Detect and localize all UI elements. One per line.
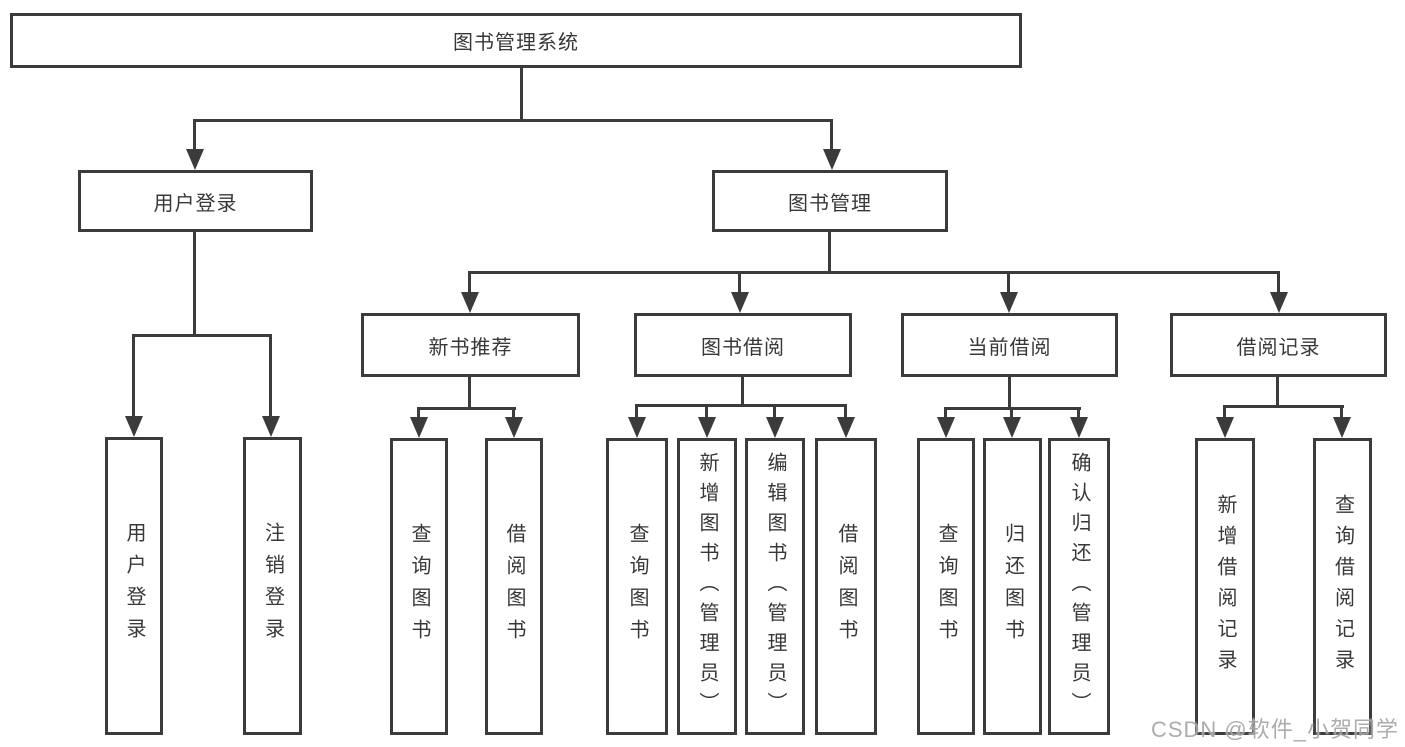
- node-label: 新书推荐: [428, 336, 513, 359]
- connector-arrow-line: [132, 334, 135, 418]
- connector-borrow-stem: [741, 377, 744, 407]
- connector-arrow-line: [1010, 407, 1013, 418]
- node-label: 图书借阅: [701, 336, 785, 359]
- arrow-down-icon: [937, 417, 955, 438]
- leaf-label: 用户登录: [123, 522, 145, 650]
- arrow-down-icon: [1216, 417, 1234, 438]
- connector-arrow-line: [830, 119, 833, 152]
- arrow-down-icon: [262, 416, 280, 437]
- connector-arrow-line: [738, 271, 741, 295]
- connector-records-rail: [1223, 405, 1344, 408]
- arrow-down-icon: [1333, 417, 1351, 438]
- connector-arrow-line: [512, 407, 515, 418]
- node-leaf-query-borrow-record: 查询借阅记录: [1313, 438, 1372, 735]
- node-book-management-label: 图书管理: [788, 192, 872, 215]
- node-book-management: 图书管理: [712, 170, 948, 232]
- connector-arrow-line: [269, 334, 272, 418]
- node-leaf-logout: 注销登录: [243, 437, 302, 735]
- arrow-down-icon: [461, 292, 479, 313]
- arrow-down-icon: [125, 416, 143, 437]
- connector-book-mgmt-stem: [828, 232, 831, 274]
- connector-arrow-line: [417, 407, 420, 418]
- connector-arrow-line: [844, 404, 847, 418]
- leaf-label: 注销登录: [261, 522, 284, 650]
- leaf-label: 查询借阅记录: [1331, 493, 1354, 680]
- node-leaf-edit-book-admin: 编辑图书（管理员）: [745, 438, 805, 735]
- leaf-label: 借阅图书: [835, 522, 857, 651]
- connector-arrow-line: [944, 407, 947, 418]
- leaf-label: 查询图书: [626, 522, 648, 651]
- node-new-book-recommend: 新书推荐: [361, 313, 580, 377]
- node-leaf-add-borrow-record: 新增借阅记录: [1195, 438, 1255, 735]
- connector-user-login-rail: [132, 334, 272, 337]
- arrow-down-icon: [628, 417, 646, 438]
- node-leaf-query-books-borrow: 查询图书: [606, 438, 668, 735]
- arrow-down-icon: [1000, 292, 1018, 313]
- leaf-label: 编辑图书（管理员）: [764, 451, 786, 722]
- arrow-down-icon: [505, 417, 523, 438]
- arrow-down-icon: [1270, 292, 1288, 313]
- leaf-label: 新增借阅记录: [1214, 493, 1236, 680]
- connector-arrow-line: [773, 404, 776, 418]
- node-leaf-return-books: 归还图书: [983, 438, 1042, 735]
- arrow-down-icon: [837, 417, 855, 438]
- node-leaf-borrow-books: 借阅图书: [815, 438, 877, 735]
- node-root: 图书管理系统: [10, 13, 1022, 68]
- node-label: 借阅记录: [1236, 336, 1321, 359]
- connector-arrow-line: [705, 404, 708, 418]
- connector-arrow-line: [1223, 405, 1226, 418]
- arrow-down-icon: [766, 417, 784, 438]
- arrow-down-icon: [731, 292, 749, 313]
- node-user-login-label: 用户登录: [153, 192, 238, 215]
- connector-arrow-line: [468, 271, 471, 295]
- leaf-label: 查询图书: [408, 522, 430, 651]
- node-root-label: 图书管理系统: [453, 32, 579, 54]
- leaf-label: 查询图书: [935, 522, 957, 651]
- connector-arrow-line: [193, 119, 196, 152]
- arrow-down-icon: [1003, 417, 1021, 438]
- connector-arrow-line: [1077, 407, 1080, 418]
- node-book-borrow: 图书借阅: [634, 313, 852, 377]
- leaf-label: 借阅图书: [503, 522, 525, 651]
- node-leaf-query-books-recommend: 查询图书: [390, 438, 448, 735]
- connector-arrow-line: [1007, 271, 1010, 295]
- leaf-label: 归还图书: [1001, 522, 1024, 651]
- node-borrow-records: 借阅记录: [1170, 313, 1387, 377]
- connector-user-login-stem: [193, 232, 196, 337]
- arrow-down-icon: [698, 417, 716, 438]
- node-current-borrow: 当前借阅: [901, 313, 1118, 377]
- node-label: 当前借阅: [967, 336, 1052, 359]
- connector-arrow-line: [1340, 405, 1343, 418]
- connector-recommend-stem: [468, 377, 471, 410]
- arrow-down-icon: [823, 149, 841, 170]
- connector-borrow-rail: [635, 404, 847, 407]
- node-leaf-borrow-books-recommend: 借阅图书: [485, 438, 543, 735]
- leaf-label: 确认归还（管理员）: [1068, 451, 1090, 722]
- connector-records-stem: [1276, 377, 1279, 408]
- node-user-login: 用户登录: [78, 170, 313, 232]
- connector-recommend-rail: [417, 407, 516, 410]
- connector-level2-rail: [193, 119, 833, 122]
- watermark: CSDN @软件_小贺同学: [1150, 717, 1399, 742]
- connector-arrow-line: [635, 404, 638, 418]
- connector-current-stem: [1008, 377, 1011, 410]
- arrow-down-icon: [410, 417, 428, 438]
- node-leaf-query-books-current: 查询图书: [917, 438, 975, 735]
- node-leaf-user-login: 用户登录: [105, 437, 163, 735]
- connector-root-stem: [520, 68, 523, 120]
- connector-level3-rail: [468, 271, 1280, 274]
- node-leaf-confirm-return-admin: 确认归还（管理员）: [1048, 438, 1110, 735]
- leaf-label: 新增图书（管理员）: [696, 451, 718, 722]
- arrow-down-icon: [186, 149, 204, 170]
- node-leaf-add-book-admin: 新增图书（管理员）: [677, 438, 737, 735]
- connector-arrow-line: [1277, 271, 1280, 295]
- arrow-down-icon: [1070, 417, 1088, 438]
